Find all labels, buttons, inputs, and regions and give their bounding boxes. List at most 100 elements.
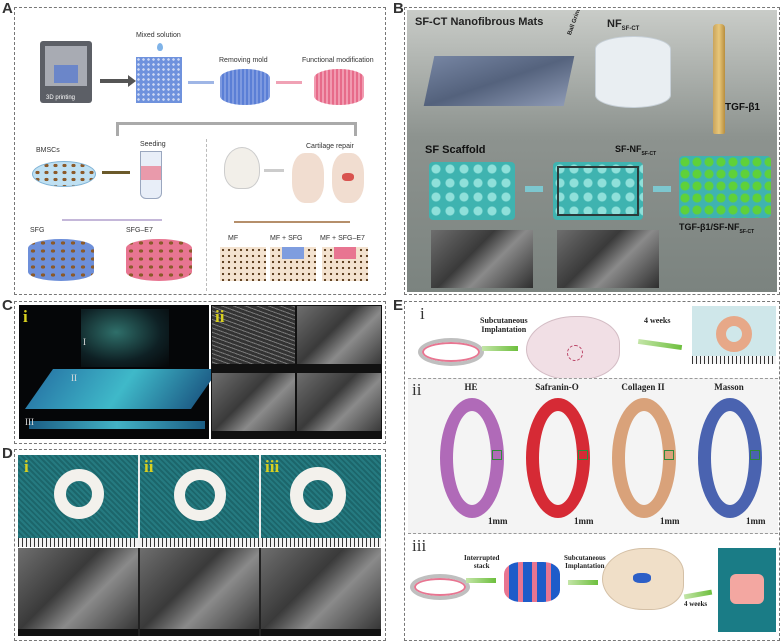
scale-label-he: 1mm bbox=[488, 516, 508, 526]
sf-nf-label-sub: SF-CT bbox=[641, 150, 657, 157]
sem-image-sf-nf bbox=[557, 230, 659, 288]
arrow-right-icon-b1 bbox=[525, 186, 543, 192]
explant-photo bbox=[692, 306, 776, 364]
panel-a-divider bbox=[206, 139, 207, 291]
mats-title: SF-CT Nanofibrous Mats bbox=[415, 16, 544, 28]
layer-i-label: I bbox=[83, 337, 86, 347]
tgf-sf-nf-label: TGF-β1/SF-NFSF-CT bbox=[679, 222, 754, 235]
tube-icon bbox=[140, 151, 162, 199]
scale-label-masson: 1mm bbox=[746, 516, 766, 526]
panel-letter-e: E bbox=[393, 297, 404, 314]
nf-label-sub: SF-CT bbox=[621, 26, 640, 33]
ring-sample-3 bbox=[290, 467, 346, 523]
explant-photo-2 bbox=[718, 548, 776, 632]
sem-image-sf bbox=[431, 230, 533, 288]
panel-d-sem bbox=[18, 548, 381, 636]
petri-dish bbox=[32, 161, 96, 187]
sf-scaffold-label: SF Scaffold bbox=[425, 144, 486, 156]
rabbit-icon-2 bbox=[602, 548, 684, 610]
cartilage-repair-label: Cartilage repair bbox=[306, 143, 354, 150]
panel-c-label-ii: ii bbox=[215, 307, 225, 326]
sfg-e7-scaffold bbox=[126, 239, 192, 281]
arrow-right-icon-2 bbox=[188, 81, 214, 84]
arrow-right-icon-b2 bbox=[653, 186, 671, 192]
ball-grinding-label: Ball Grinding bbox=[567, 10, 586, 37]
sf-nf-label: SF-NFSF-CT bbox=[615, 144, 656, 157]
ring-sample-1 bbox=[54, 469, 104, 519]
sem-d-2 bbox=[140, 548, 259, 636]
divider-2 bbox=[259, 455, 261, 547]
stain-title-collagen-ii: Collagen II bbox=[621, 382, 665, 392]
mf-label: MF bbox=[228, 235, 239, 242]
panel-c-sem-grid: ii bbox=[211, 305, 382, 439]
mf-sfg-label: MF + SFG bbox=[270, 235, 303, 242]
nf-cylinder bbox=[595, 36, 671, 108]
ruler-strip bbox=[18, 538, 381, 547]
knee-icon bbox=[292, 153, 324, 203]
sem-c-2 bbox=[297, 306, 381, 371]
knee-icon-2 bbox=[332, 153, 364, 203]
branch-down-right bbox=[354, 122, 357, 136]
nf-label-main: NF bbox=[607, 18, 622, 30]
printer-label: 3D printing bbox=[46, 95, 76, 101]
panel-letter-c: C bbox=[2, 297, 13, 314]
arrow-right-icon bbox=[100, 79, 130, 83]
four-weeks-label-2: 4 weeks bbox=[684, 600, 708, 608]
pipette-icon bbox=[713, 24, 725, 134]
mouse-icon bbox=[526, 316, 620, 380]
pink-scaffold bbox=[314, 69, 364, 105]
panel-c-frame bbox=[14, 301, 386, 444]
mf-sfg-e7-label: MF + SFG–E7 bbox=[320, 235, 365, 242]
sem-c-3 bbox=[212, 373, 295, 438]
four-weeks-label: 4 weeks bbox=[644, 316, 671, 325]
tgf-sf-nf-label-sub: SF-CT bbox=[739, 228, 755, 235]
branch-line bbox=[116, 122, 356, 125]
ring-sample-2 bbox=[174, 469, 226, 521]
panel-a-frame bbox=[14, 7, 386, 295]
arrow-green-icon-5 bbox=[683, 589, 713, 600]
divider-1 bbox=[138, 455, 140, 547]
sem-c-1 bbox=[212, 306, 295, 371]
panel-letter-a: A bbox=[2, 0, 13, 17]
sfg-branch-line bbox=[62, 219, 162, 221]
bmscs-label: BMSCs bbox=[36, 147, 60, 154]
stain-title-masson: Masson bbox=[714, 382, 744, 392]
ring-scaffold-icon-2 bbox=[410, 574, 470, 600]
panel-e-label-i: i bbox=[420, 304, 425, 323]
sf-nf-label-main: SF-NF bbox=[615, 144, 642, 154]
tgf-sf-nf-label-main: TGF-β1/SF-NF bbox=[679, 222, 740, 232]
panel-d-label-ii: ii bbox=[144, 457, 154, 476]
arrow-green-icon bbox=[482, 346, 518, 351]
tissue-section-safranin-o bbox=[526, 398, 590, 518]
panel-b: SF-CT Nanofibrous Mats NFSF-CT Ball Grin… bbox=[407, 10, 777, 292]
zoom-box-he bbox=[492, 450, 502, 460]
scale-label-safranin-o: 1mm bbox=[574, 516, 594, 526]
rabbit-icon bbox=[224, 147, 260, 189]
stain-title-he: HE bbox=[464, 382, 478, 392]
arrow-head-icon bbox=[128, 75, 136, 87]
arrow-green-icon-2 bbox=[637, 338, 683, 351]
confocal-slab bbox=[24, 369, 220, 409]
sfg-label: SFG bbox=[30, 227, 45, 234]
sf-nf-cube bbox=[553, 162, 643, 220]
stain-title-safranin-o: Safranin-O bbox=[535, 382, 579, 392]
tgf-label: TGF-β1 bbox=[725, 102, 760, 113]
confocal-top bbox=[81, 309, 169, 367]
ring-scaffold-icon bbox=[418, 338, 484, 366]
printer-icon bbox=[40, 41, 92, 103]
panel-c-confocal: i I II III bbox=[19, 305, 220, 439]
panel-d-label-iii: iii bbox=[265, 457, 280, 476]
panel-letter-b: B bbox=[393, 0, 404, 17]
sfg-e7-label: SFG–E7 bbox=[126, 227, 153, 234]
panel-e-label-iii: iii bbox=[412, 536, 427, 555]
repair-branch-line bbox=[234, 221, 350, 223]
stack-icon bbox=[504, 562, 560, 602]
zoom-box-safranin-o bbox=[578, 450, 588, 460]
mf-block bbox=[220, 247, 266, 281]
panel-d-label-i: i bbox=[24, 457, 29, 476]
arrow-right-icon-5 bbox=[264, 169, 284, 172]
panel-c-label-i: i bbox=[23, 307, 28, 326]
droplet-icon bbox=[157, 43, 163, 51]
mf-sfg-block bbox=[270, 247, 316, 281]
removing-mold-label: Removing mold bbox=[219, 57, 268, 64]
